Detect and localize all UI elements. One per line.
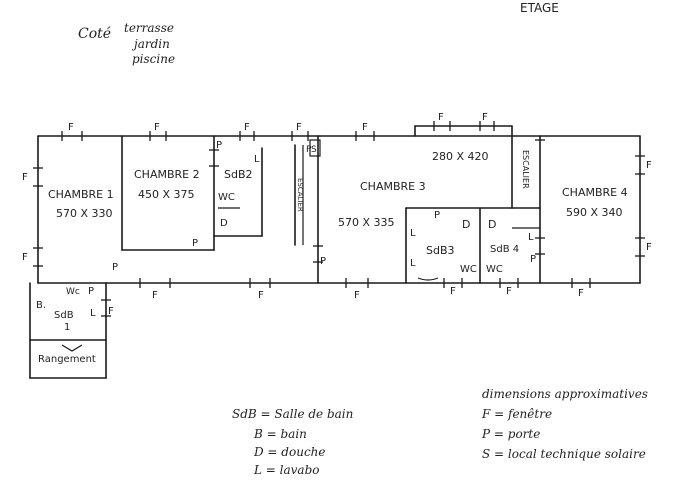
chambre2-dims: 450 X 375 xyxy=(138,188,195,201)
window-mark: F xyxy=(296,122,302,133)
legend-s: S = local technique solaire xyxy=(482,447,646,461)
door-mark-ch3: P xyxy=(320,256,326,267)
window-mark: F xyxy=(68,122,74,133)
sdb1-b: B. xyxy=(36,300,46,311)
side-label-2: terrasse xyxy=(124,21,174,35)
interior-walls xyxy=(121,125,541,284)
sdb2-d: D xyxy=(220,218,228,229)
window-mark: F xyxy=(354,290,360,301)
sdb1-p: P xyxy=(88,286,94,297)
side-label-4: piscine xyxy=(132,52,175,66)
sdb1-name: SdB xyxy=(54,310,74,321)
chambre1-name: CHAMBRE 1 xyxy=(48,188,114,201)
solar-room-label: S xyxy=(311,145,317,155)
floor-label: ETAGE xyxy=(520,1,559,15)
sdb3-name: SdB3 xyxy=(426,244,455,257)
sdb3-l1: L xyxy=(410,228,416,239)
door-mark-ch4: P xyxy=(530,254,536,265)
chambre3-extra-dims: 280 X 420 xyxy=(432,150,489,163)
chambre1-dims: 570 X 330 xyxy=(56,207,113,220)
legend-p: P = porte xyxy=(482,427,541,441)
door-mark-ch1: P xyxy=(112,262,118,273)
side-label-1: Coté xyxy=(78,26,111,42)
sdb3-wc: WC xyxy=(460,264,477,275)
window-mark: F xyxy=(482,112,488,123)
rangement-label: Rangement xyxy=(38,354,96,365)
sdb4-d: D xyxy=(488,218,496,231)
chambre3-name: CHAMBRE 3 xyxy=(360,180,426,193)
legend-l: L = lavabo xyxy=(254,463,320,477)
sdb2-p: P xyxy=(216,140,222,151)
window-mark: F xyxy=(362,122,368,133)
door-mark-ch2: P xyxy=(192,238,198,249)
window-mark: F xyxy=(22,252,28,263)
sdb3-l2: L xyxy=(410,258,416,269)
window-mark: F xyxy=(438,112,444,123)
window-mark: F xyxy=(244,122,250,133)
legend-sdb: SdB = Salle de bain xyxy=(232,407,354,421)
window-mark: F xyxy=(450,286,456,297)
bath1-annex xyxy=(29,282,107,379)
sdb1-f: F xyxy=(108,306,114,317)
window-mark: F xyxy=(506,286,512,297)
chambre3-dims: 570 X 335 xyxy=(338,216,395,229)
window-mark: F xyxy=(646,242,652,253)
chambre2-name: CHAMBRE 2 xyxy=(134,168,200,181)
sdb4-name: SdB 4 xyxy=(490,244,519,255)
window-mark: F xyxy=(152,290,158,301)
sdb4-wc: WC xyxy=(486,264,503,275)
sdb1-num: 1 xyxy=(64,322,70,333)
sdb2-l: L xyxy=(254,154,260,165)
sdb4-l: L xyxy=(528,232,534,243)
legend-d: D = douche xyxy=(254,445,326,459)
sdb1-wc: Wc xyxy=(66,287,80,297)
window-mark: F xyxy=(578,288,584,299)
sdb2-wc: WC xyxy=(218,192,235,203)
sdb3-d: D xyxy=(462,218,470,231)
legend-f: F = fenêtre xyxy=(482,407,553,421)
legend-b: B = bain xyxy=(254,427,307,441)
legend-dimensions: dimensions approximatives xyxy=(482,387,648,401)
chambre4-name: CHAMBRE 4 xyxy=(562,186,628,199)
window-mark: F xyxy=(22,172,28,183)
chambre4-dims: 590 X 340 xyxy=(566,206,623,219)
stair-right-label: ESCALIER xyxy=(521,150,530,189)
window-mark: F xyxy=(154,122,160,133)
stair-left-label: ESCALIER xyxy=(296,178,304,212)
sdb1-l: L xyxy=(90,308,96,319)
side-label-3: jardin xyxy=(131,37,170,51)
outer-walls xyxy=(37,135,641,284)
window-mark: F xyxy=(258,290,264,301)
sdb3-p: P xyxy=(434,210,440,221)
sdb2-name: SdB2 xyxy=(224,168,253,181)
opening-ticks xyxy=(33,121,645,317)
door-mark-stair: P xyxy=(306,145,312,155)
window-mark: F xyxy=(646,160,652,171)
